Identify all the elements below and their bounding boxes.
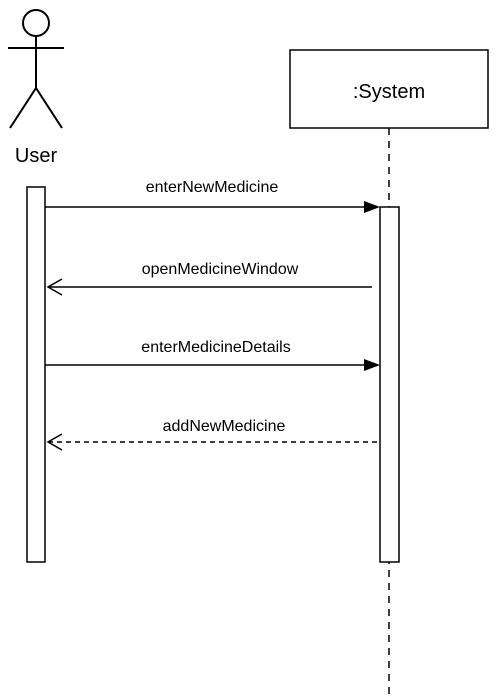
message-arrow — [46, 278, 372, 296]
message-label: addNewMedicine — [163, 418, 286, 435]
user-activation-bar — [26, 186, 46, 563]
message-arrow — [45, 359, 380, 371]
system-activation-bar — [379, 206, 400, 563]
message-arrow — [45, 201, 380, 213]
message-label: openMedicineWindow — [142, 261, 299, 278]
message-label: enterNewMedicine — [146, 179, 279, 196]
user-actor-icon — [8, 9, 64, 129]
system-object-label: :System — [353, 81, 425, 103]
message-arrow — [46, 433, 380, 451]
message-label: enterMedicineDetails — [141, 339, 290, 356]
actor-label: User — [15, 145, 58, 167]
system-object-box — [289, 49, 489, 129]
